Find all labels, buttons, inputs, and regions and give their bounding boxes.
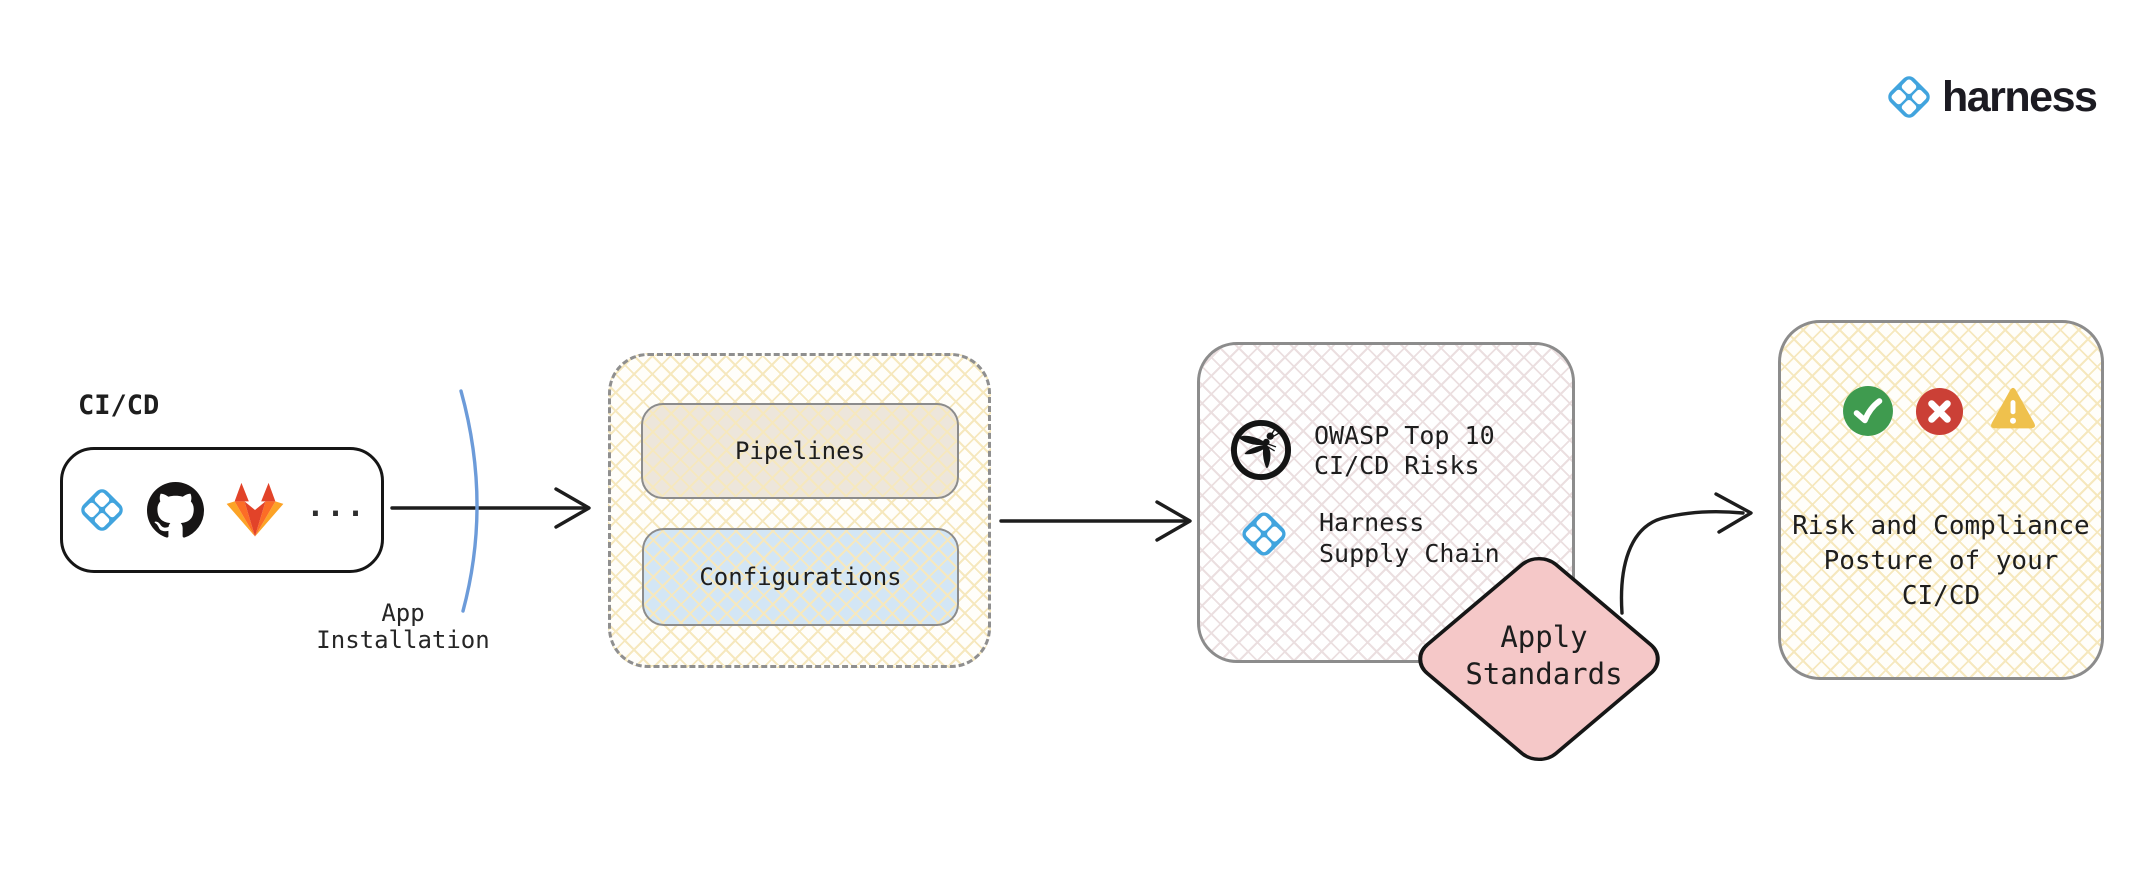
- owasp-label-line1: OWASP Top 10: [1314, 421, 1495, 450]
- cicd-providers-box: ...: [60, 447, 384, 573]
- harness-supply-chain-line1: Harness: [1319, 508, 1425, 537]
- owasp-label: OWASP Top 10 CI/CD Risks: [1314, 421, 1495, 481]
- harness-icon: [1238, 508, 1290, 560]
- pipelines-label: Pipelines: [734, 437, 866, 465]
- arrowhead-source-to-stage: [554, 487, 591, 529]
- x-circle-icon: [1915, 387, 1963, 435]
- harness-supply-chain-label: Harness Supply Chain: [1319, 507, 1500, 569]
- harness-logo-text: harness: [1942, 73, 2098, 121]
- gitlab-icon: [227, 482, 284, 537]
- pipelines-node: Pipelines: [641, 403, 959, 499]
- check-circle-icon: [1842, 386, 1893, 436]
- harness-icon: [78, 485, 127, 535]
- app-installation-line1: App: [381, 599, 425, 627]
- result-label-line3: CI/CD: [1901, 581, 1981, 611]
- apply-standards-label: Apply Standards: [1465, 619, 1622, 693]
- owasp-wasp-icon: [1230, 419, 1292, 481]
- harness-logo: harness: [1884, 72, 2098, 122]
- github-icon: [147, 481, 205, 538]
- apply-standards-line2: Standards: [1465, 657, 1623, 691]
- status-icons-row: [1781, 385, 2101, 437]
- cicd-label: CI/CD: [78, 390, 160, 421]
- arrow-diamond-to-result: [1619, 509, 1745, 615]
- app-installation-line2: Installation: [316, 626, 490, 654]
- arrowhead-stage-to-standards: [1155, 500, 1192, 542]
- app-installation-label: App Installation: [316, 600, 489, 654]
- apply-standards-line1: Apply: [1500, 620, 1588, 654]
- standards-box: OWASP Top 10 CI/CD Risks Harness Supply …: [1197, 342, 1575, 663]
- result-label-line1: Risk and Compliance: [1792, 511, 2090, 541]
- harness-logo-icon: [1884, 72, 1934, 122]
- result-label: Risk and Compliance Posture of your CI/C…: [1781, 509, 2101, 614]
- result-label-line2: Posture of your: [1823, 546, 2059, 576]
- owasp-label-line2: CI/CD Risks: [1314, 451, 1480, 480]
- configurations-node: Configurations: [642, 528, 959, 626]
- arrowhead-diamond-to-result: [1714, 492, 1753, 534]
- harness-supply-chain-line2: Supply Chain: [1319, 539, 1500, 568]
- warning-triangle-icon: [1990, 387, 2035, 429]
- configurations-label: Configurations: [699, 563, 902, 591]
- more-providers-ellipsis: ...: [306, 488, 367, 524]
- app-installation-arc: [459, 389, 479, 613]
- stage-group-box: Pipelines Configurations: [608, 353, 991, 668]
- result-box: Risk and Compliance Posture of your CI/C…: [1778, 320, 2104, 680]
